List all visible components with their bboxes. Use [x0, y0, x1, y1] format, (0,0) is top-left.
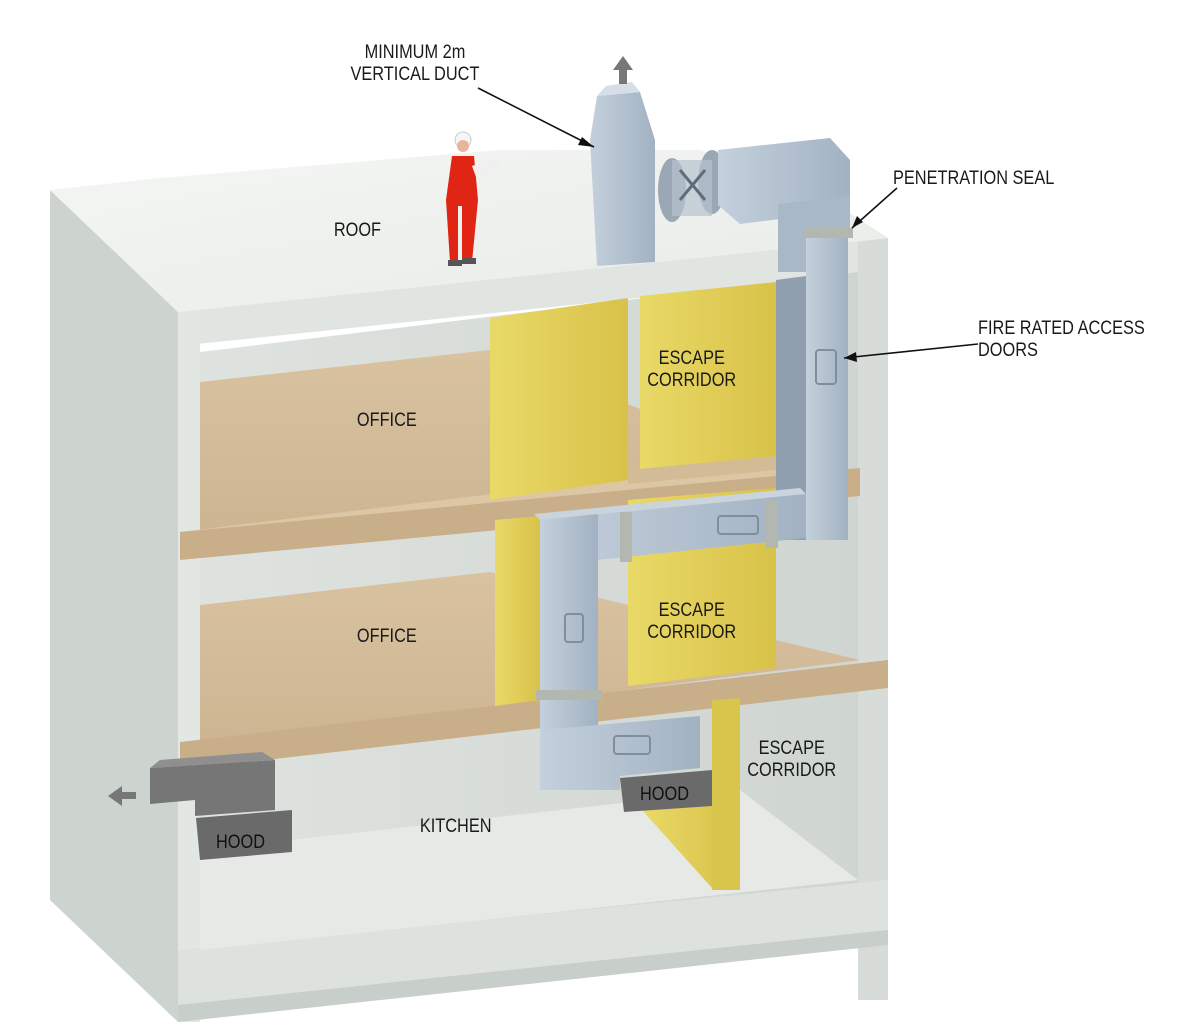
vertical-riser-duct: [806, 234, 848, 540]
upper-floor: [180, 282, 860, 560]
access-door-bottom: [613, 735, 651, 755]
leader-access-head: [844, 352, 857, 362]
escape-lower-label: ESCAPE CORRIDOR: [747, 738, 837, 781]
exhaust-arrow-left-icon: [108, 786, 136, 806]
penetration-seal-label: PENETRATION SEAL: [893, 168, 1055, 189]
descending-duct: [540, 514, 598, 786]
vertical-riser-side: [776, 276, 806, 540]
office-upper-label: OFFICE: [356, 410, 417, 431]
front-left-pier: [178, 312, 200, 1022]
leader-penetration-head: [852, 216, 863, 228]
upper-slab-edge: [180, 468, 860, 560]
hood-left-label: HOOD: [215, 832, 266, 853]
roof-label: ROOF: [333, 220, 382, 241]
left-outer-wall: [50, 190, 178, 1022]
upper-corridor-floor: [628, 456, 776, 484]
kitchen-label: KITCHEN: [419, 816, 492, 837]
ground-slab-front: [178, 930, 888, 1022]
middle-slab-edge: [180, 660, 888, 770]
fire-seal-riser: [766, 500, 778, 548]
callout-leaders: [477, 87, 979, 362]
horizontal-duct-top: [534, 488, 806, 520]
roof-exhaust-stack-top: [597, 82, 640, 96]
fire-access-label: FIRE RATED ACCESS DOORS: [978, 318, 1145, 361]
fire-seal-roof: [803, 228, 853, 238]
upper-office-floor: [200, 350, 770, 532]
left-hood-duct: [150, 760, 275, 816]
access-door-mid: [717, 515, 759, 535]
hood-right-label: HOOD: [639, 784, 690, 805]
right-hood-body: [620, 770, 712, 812]
fan-icon: [658, 150, 726, 222]
fire-seal-floor: [536, 690, 602, 700]
access-door-upper: [815, 349, 837, 385]
leader-min-duct: [477, 87, 595, 148]
worker-figure-icon: [446, 131, 502, 266]
hoods: [150, 752, 712, 860]
exhaust-arrow-up-icon: [613, 56, 633, 84]
left-hood-body: [196, 810, 292, 860]
access-door-lower: [564, 613, 584, 643]
lower-corridor-partition: [712, 698, 740, 890]
escape-middle-label: ESCAPE CORRIDOR: [647, 600, 737, 643]
office-lower-label: OFFICE: [356, 626, 417, 647]
leader-access: [843, 343, 979, 359]
leader-min-duct-head: [578, 137, 594, 147]
roof-slab-front: [178, 238, 888, 346]
right-outer-wall: [858, 238, 888, 1000]
fire-seal-mid: [620, 512, 632, 562]
roof-exhaust-stack: [590, 92, 655, 266]
upper-corridor-wall-left: [490, 298, 628, 500]
ductwork: [534, 82, 853, 790]
min-duct-label: MINIMUM 2m VERTICAL DUCT: [350, 42, 480, 85]
horizontal-duct-run: [540, 494, 806, 566]
left-hood-duct-top: [150, 752, 275, 768]
escape-upper-label: ESCAPE CORRIDOR: [647, 348, 737, 391]
upper-corridor-wall-right: [640, 282, 776, 478]
middle-corridor-wall-left: [495, 516, 540, 706]
